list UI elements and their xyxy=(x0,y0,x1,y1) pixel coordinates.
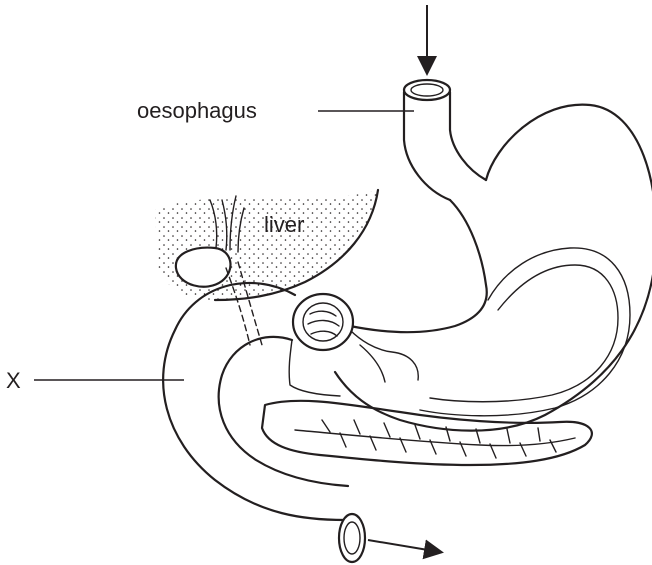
liver-label: liver xyxy=(264,212,304,237)
food-out-arrow xyxy=(368,540,440,552)
small-intestine xyxy=(339,514,365,562)
x-label: X xyxy=(6,368,21,393)
oesophagus-label: oesophagus xyxy=(137,98,257,123)
pyloric-sphincter xyxy=(293,294,353,350)
stomach xyxy=(335,105,652,431)
oesophagus xyxy=(404,80,486,200)
